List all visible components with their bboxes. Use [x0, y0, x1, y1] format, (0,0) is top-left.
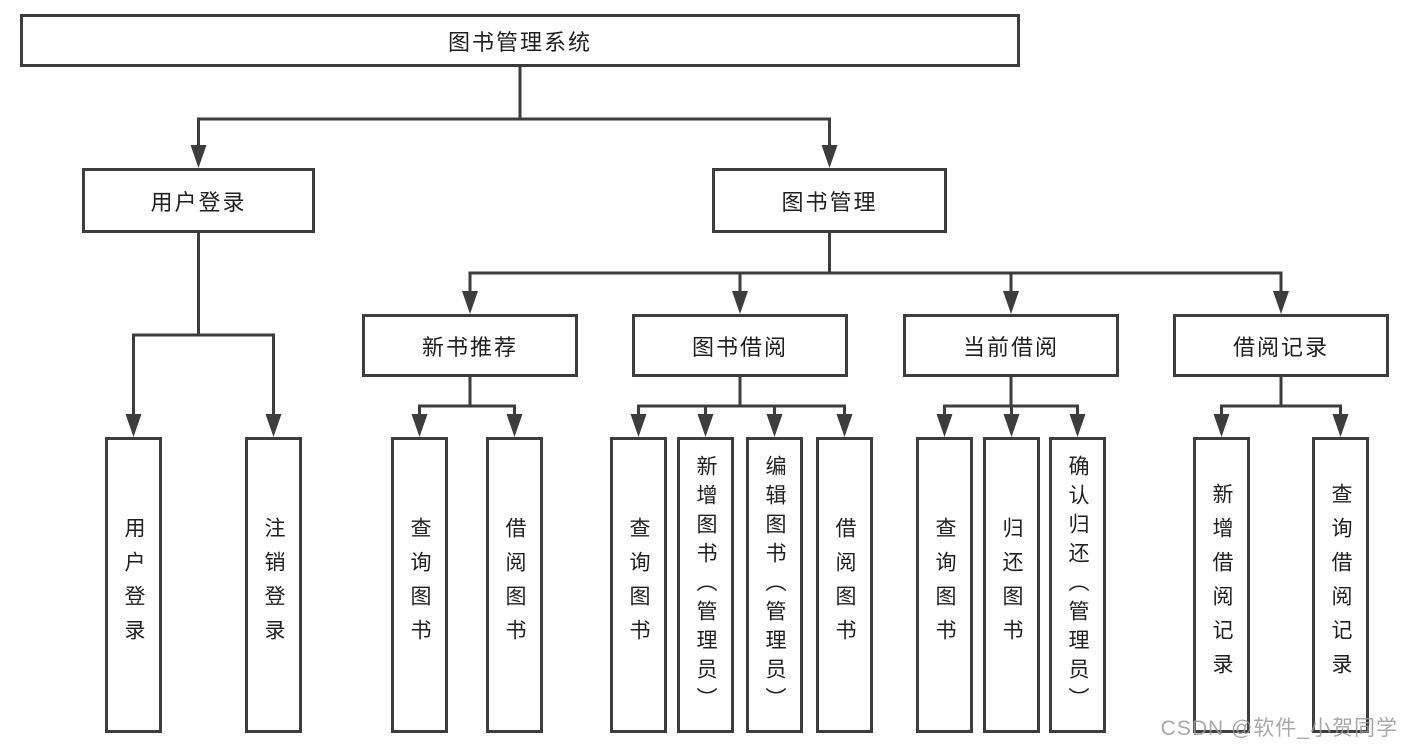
- leaf-label: 查询图书: [933, 517, 956, 653]
- leaf-label: 确认归还（管理员）: [1066, 454, 1089, 716]
- node-label: 当前借阅: [962, 334, 1059, 360]
- node-book-management: 图书管理: [712, 168, 947, 233]
- leaf-query-books: 查询图书: [916, 437, 973, 733]
- leaf-confirm-return-admin: 确认归还（管理员）: [1049, 437, 1106, 733]
- leaf-return-book: 归还图书: [983, 437, 1040, 733]
- leaf-label: 查询图书: [408, 517, 431, 653]
- leaf-label: 新增借阅记录: [1210, 483, 1233, 687]
- node-new-book-recommendation: 新书推荐: [362, 314, 578, 377]
- leaf-label: 编辑图书（管理员）: [763, 454, 786, 716]
- leaf-user-login: 用户登录: [105, 437, 162, 733]
- node-label: 图书借阅: [691, 334, 788, 360]
- leaf-label: 新增图书（管理员）: [694, 454, 717, 716]
- node-user-login: 用户登录: [82, 168, 315, 233]
- leaf-label: 查询图书: [627, 517, 650, 653]
- leaf-label: 注销登录: [262, 517, 285, 653]
- node-book-borrowing: 图书借阅: [632, 314, 848, 377]
- node-label: 图书管理: [781, 189, 878, 215]
- node-current-borrowing: 当前借阅: [903, 314, 1119, 377]
- leaf-edit-book-admin: 编辑图书（管理员）: [746, 437, 803, 733]
- node-borrowing-records: 借阅记录: [1173, 314, 1389, 377]
- leaf-query-borrow-record: 查询借阅记录: [1312, 437, 1369, 733]
- csdn-watermark: CSDN @软件_小贺同学: [1160, 717, 1398, 740]
- leaf-label: 查询借阅记录: [1329, 483, 1352, 687]
- node-label: 用户登录: [150, 189, 247, 215]
- leaf-label: 归还图书: [1000, 517, 1023, 653]
- node-label: 借阅记录: [1232, 334, 1329, 360]
- leaf-label: 借阅图书: [833, 517, 856, 653]
- leaf-logout: 注销登录: [245, 437, 302, 733]
- leaf-borrow-books: 借阅图书: [486, 437, 543, 733]
- leaf-label: 用户登录: [122, 517, 145, 653]
- leaf-query-books: 查询图书: [610, 437, 667, 733]
- node-label: 图书管理系统: [447, 29, 592, 55]
- node-library-management-system: 图书管理系统: [20, 14, 1020, 67]
- leaf-query-books: 查询图书: [391, 437, 448, 733]
- leaf-label: 借阅图书: [503, 517, 526, 653]
- leaf-borrow-books: 借阅图书: [816, 437, 873, 733]
- leaf-add-book-admin: 新增图书（管理员）: [677, 437, 734, 733]
- leaf-add-borrow-record: 新增借阅记录: [1193, 437, 1250, 733]
- node-label: 新书推荐: [421, 334, 518, 360]
